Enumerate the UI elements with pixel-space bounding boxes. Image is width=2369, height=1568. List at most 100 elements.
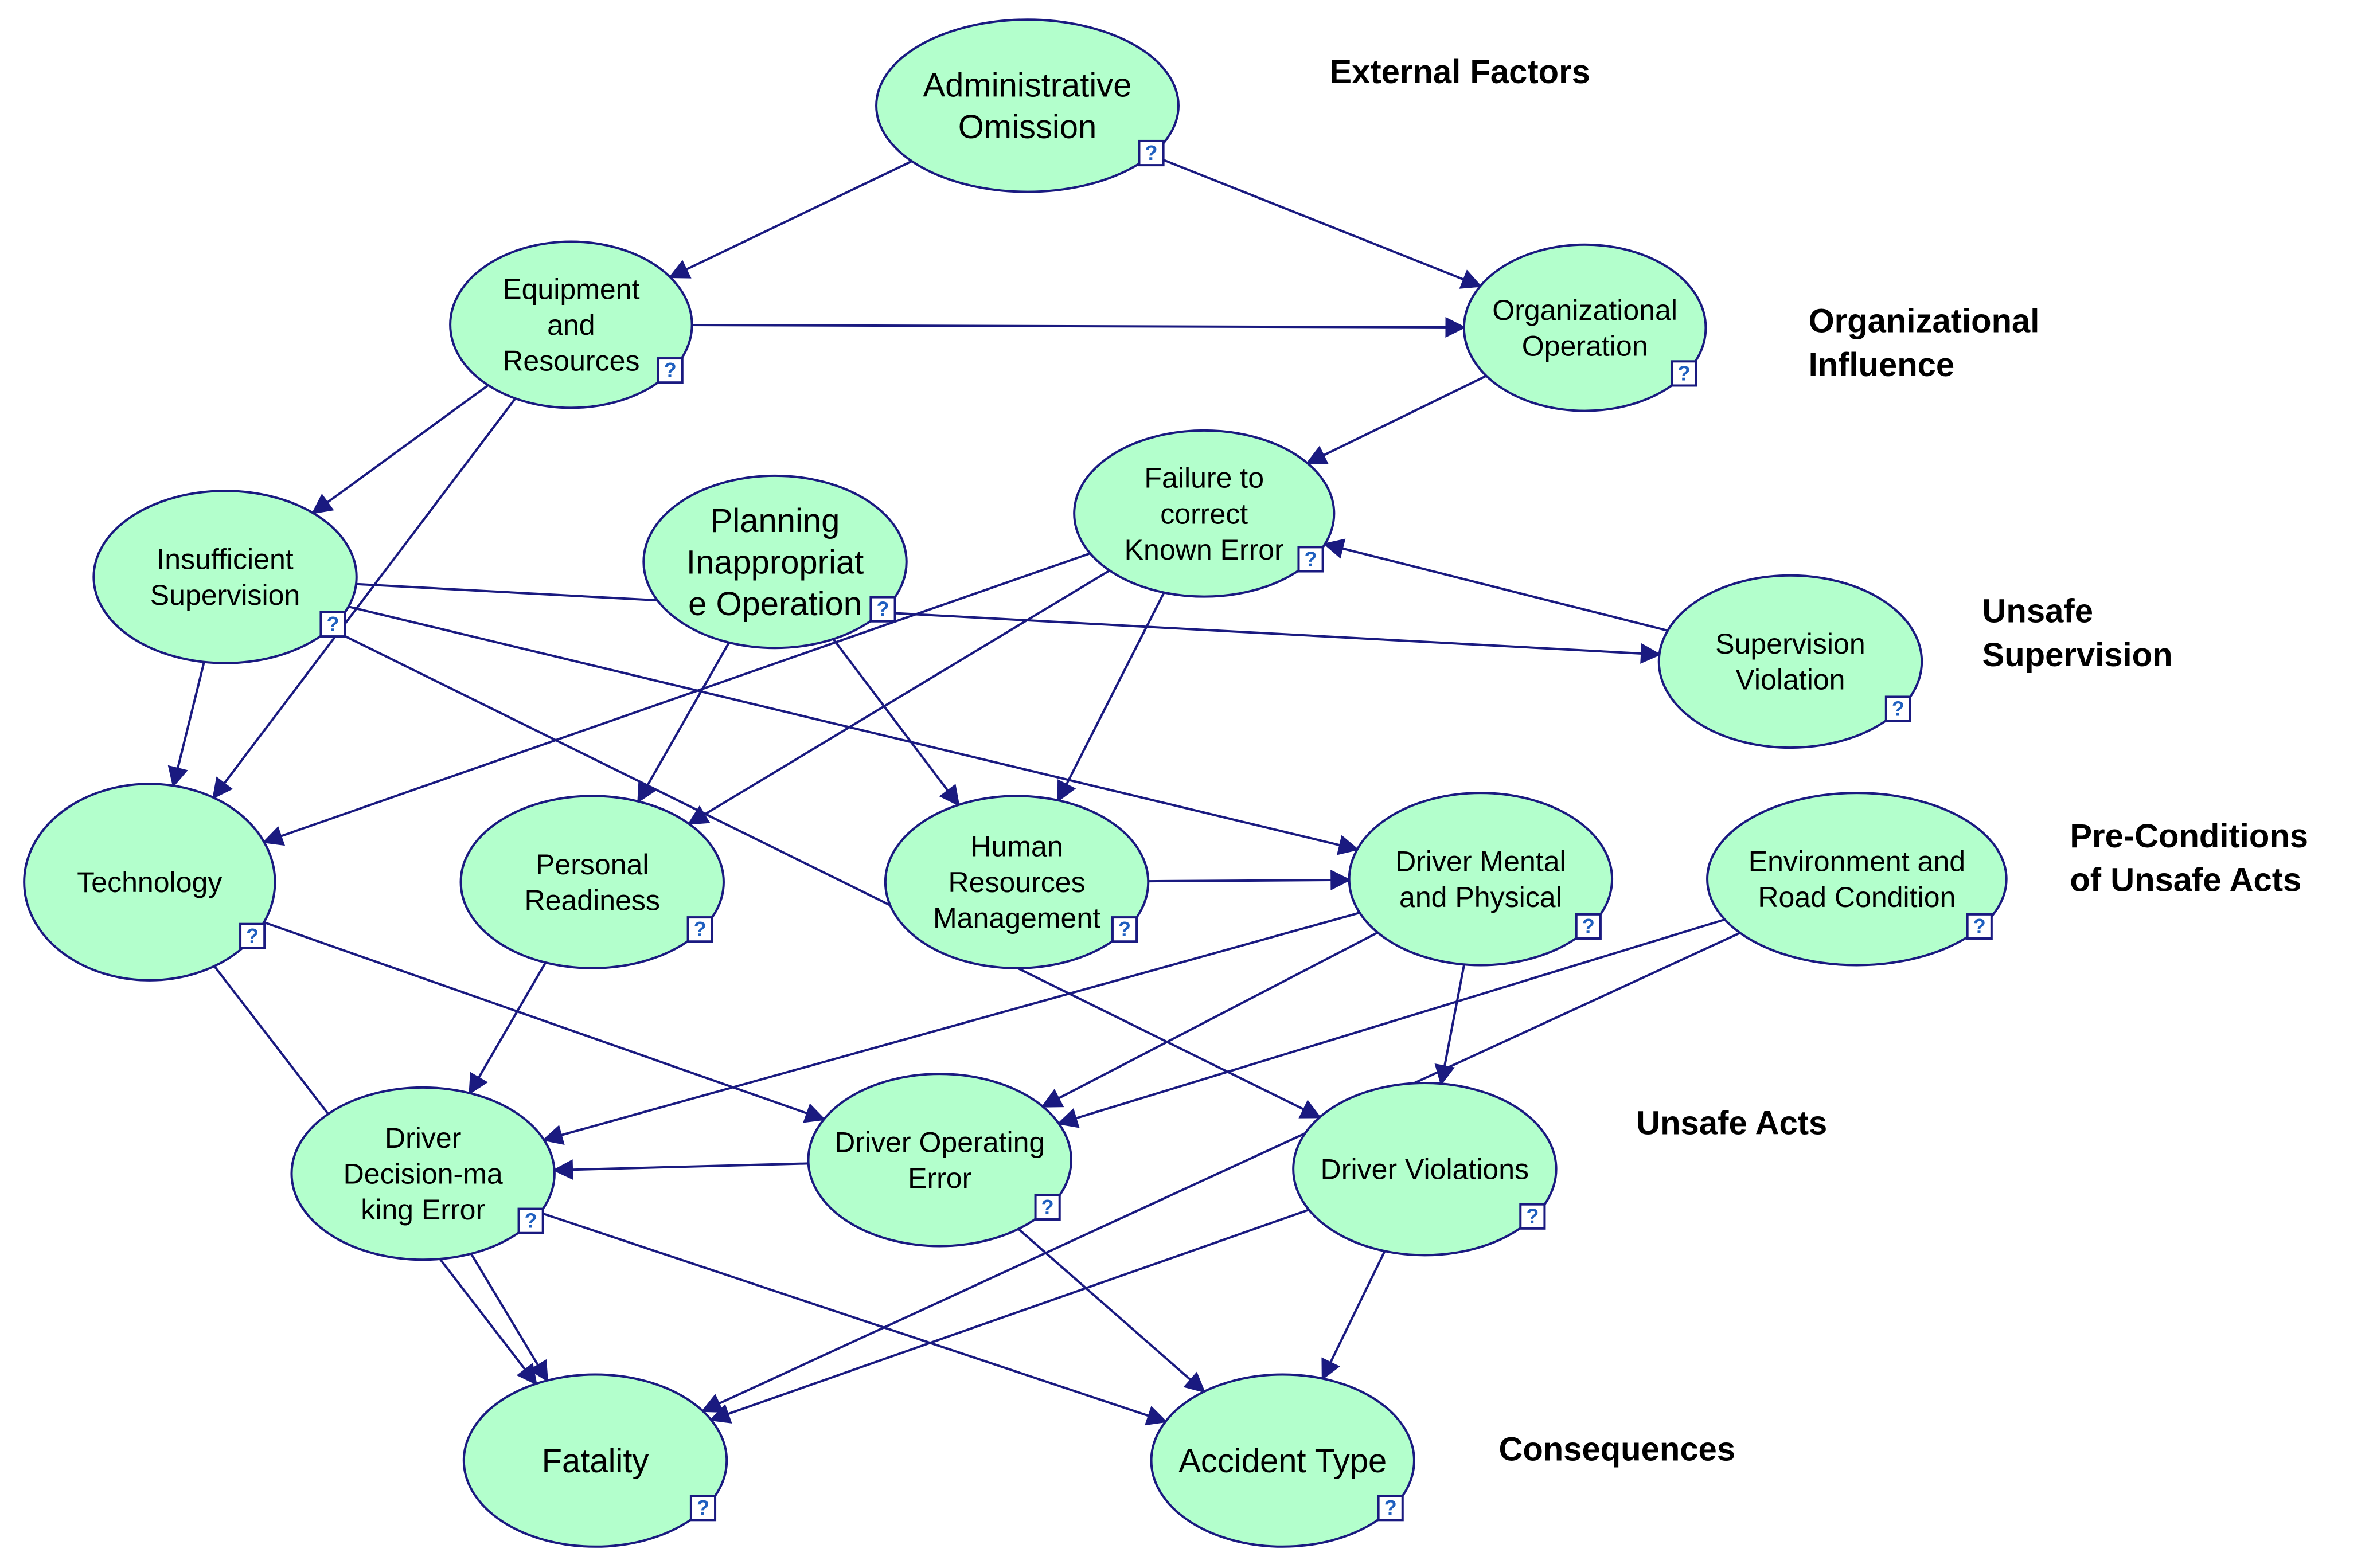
help-icon-glyph: ? [1145,141,1158,165]
level-label-organizational: Influence [1809,346,1955,384]
edge-hrm-to-mental [1148,870,1352,891]
help-question-icon[interactable]: ? [319,611,346,638]
node-label-line: Failure to [1144,462,1264,494]
help-icon-box [689,1495,717,1522]
node-ellipse[interactable] [459,795,725,969]
node-ellipse[interactable] [1073,429,1336,598]
help-question-icon[interactable]: ? [1966,913,1993,940]
level-label-acts: Unsafe Acts [1636,1105,1827,1142]
node-violations[interactable]: Driver Violations? [1292,1081,1558,1257]
node-label-line: Technology [77,866,222,898]
help-question-icon[interactable]: ? [1138,139,1165,167]
node-tech[interactable]: Technology? [23,783,276,982]
help-icon-box [657,357,684,384]
edges-layer [167,154,1741,1426]
node-label-line: Resources [502,345,639,377]
edge-personal-to-decision [469,961,547,1095]
help-question-icon[interactable]: ? [1575,913,1602,940]
help-icon-box [1884,695,1911,722]
help-icon-box [319,611,346,638]
help-question-icon[interactable]: ? [1519,1203,1546,1230]
help-icon-glyph: ? [1118,917,1131,941]
node-label-line: Driver Operating [834,1127,1045,1159]
node-ellipse[interactable] [875,18,1180,193]
node-ellipse[interactable] [1657,574,1923,749]
edge-admin-to-equip [668,160,912,279]
help-icon-glyph: ? [876,597,889,621]
node-ellipse[interactable] [449,240,693,409]
node-accident[interactable]: Accident Type? [1150,1373,1415,1548]
edge-envroad-to-operr [1056,918,1726,1128]
edge-insuff-to-supviol [356,582,1662,664]
node-ellipse[interactable] [1292,1081,1558,1257]
node-label-line: Supervision [1715,628,1865,660]
node-label-line: Known Error [1125,534,1284,566]
help-question-icon[interactable]: ? [689,1495,717,1522]
help-icon-glyph: ? [1973,914,1986,938]
edge-envroad-to-fatality [701,932,1741,1413]
help-question-icon[interactable]: ? [1671,360,1697,387]
help-icon-glyph: ? [246,924,259,948]
edge-orgop-to-failcorr [1305,374,1487,464]
edge-operr-to-decision [552,1159,809,1180]
help-question-icon[interactable]: ? [1377,1495,1404,1522]
help-question-icon[interactable]: ? [686,916,713,943]
help-icon-glyph: ? [1892,697,1904,721]
node-label-line: and Physical [1399,881,1562,913]
node-ellipse[interactable] [290,1086,556,1261]
help-icon-glyph: ? [525,1209,537,1233]
node-label-line: Accident Type [1178,1443,1387,1480]
node-ellipse[interactable] [642,474,908,650]
help-icon-glyph: ? [1677,361,1690,385]
help-question-icon[interactable]: ? [517,1207,544,1234]
help-question-icon[interactable]: ? [1111,916,1138,943]
help-icon-glyph: ? [697,1496,709,1519]
level-label-supervision: Supervision [1982,636,2173,674]
node-label-line: and [547,309,595,341]
edge-insuff-to-mental [348,605,1360,855]
help-icon-box [1377,1495,1404,1522]
node-label-line: Personal [536,848,649,881]
edge-supviol-to-failcorr [1322,538,1668,632]
help-icon-box [1111,916,1138,943]
edge-equip-to-tech [212,397,517,800]
node-ellipse[interactable] [1150,1373,1415,1548]
help-icon-box [1966,913,1993,940]
edge-failcorr-to-tech [262,552,1091,846]
help-question-icon[interactable]: ? [869,596,896,623]
help-question-icon[interactable]: ? [239,922,266,949]
node-ellipse[interactable] [1462,243,1707,412]
node-ellipse[interactable] [807,1073,1072,1248]
level-label-supervision: Unsafe [1982,592,2093,629]
help-question-icon[interactable]: ? [1034,1194,1061,1221]
node-ellipse[interactable] [1348,792,1614,967]
node-ellipse[interactable] [462,1373,728,1548]
node-ellipse[interactable] [92,490,358,664]
help-icon-box [517,1207,544,1234]
help-question-icon[interactable]: ? [1884,695,1911,722]
node-label-line: Inappropriat [686,544,864,581]
node-label-line: Equipment [502,273,639,305]
node-ellipse[interactable] [884,795,1150,969]
help-question-icon[interactable]: ? [657,357,684,384]
node-label-line: Organizational [1492,294,1677,326]
node-fatality[interactable]: Fatality? [462,1373,728,1548]
node-ellipse[interactable] [23,783,276,982]
help-question-icon[interactable]: ? [1297,546,1324,573]
help-icon-box [869,596,896,623]
node-ellipse[interactable] [1706,792,2008,967]
edge-tech-to-operr [263,921,826,1123]
